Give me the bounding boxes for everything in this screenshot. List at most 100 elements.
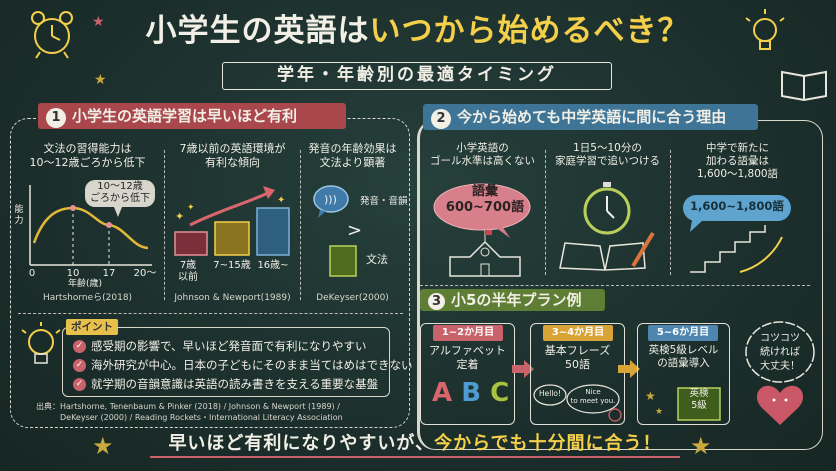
comparator-symbol: > [347,220,363,241]
pronunciation-caption-line1: 発音の年齢効果は [308,142,397,155]
environment-caption: 7歳以前の英語環境が有利な傾向 [165,142,300,170]
footer-underline [150,456,680,458]
footer-yellow-part: 今からでも十分間に合う！ [434,433,662,454]
plan-card-1-text: アルファベット定着 [420,344,515,372]
age-bars-illustration: ✦✦✦ [174,186,290,256]
grammar-caption-line1: 文法の習得能力は [43,142,132,155]
x-tick-10: 10 [66,268,80,279]
plan-card-2-line2: 50語 [565,357,590,371]
plan-card-2-line1: 基本フレーズ [544,344,611,357]
plan-card-3-tag: 5~6か月目 [648,325,718,341]
check-icon: ✓ [73,359,86,372]
grammar-caption-line2: 10～12歳ごろから低下 [29,155,146,169]
ability-curve [32,206,149,250]
thought-cloud [745,321,815,383]
trend-arrow [189,190,271,227]
bar-7-15 [214,221,250,256]
svg-text:★: ★ [655,407,663,417]
cloud-text: コツコツ続ければ大丈夫！ [745,332,815,374]
vocab-bubble-line2: 600~700語 [445,200,525,215]
x-tick-0: 0 [28,268,36,279]
section1-number: 1 [46,108,66,128]
footer-message: 早いほど有利になりやすいが、今からでも十分間に合う！ [150,433,680,456]
letter-a: A [432,378,453,408]
callout-line2: ごろから低下 [90,193,150,204]
eiken-book-line2: 5級 [691,400,707,411]
age10-point [70,205,76,211]
junior-vocab-caption-line2: 加わる語彙は [706,155,769,168]
source-hartshorne: Hartshorneら(2018) [42,293,133,303]
nice-line1: Nice [585,388,601,396]
eiken-book-line1: 英検 [689,388,709,399]
environment-caption-line1: 7歳以前の英語環境が [179,142,286,155]
sources-line1: 出典：Hartshorne, Tenenbaum & Pinker (2018)… [36,402,340,411]
chart-callout: 10～12歳ごろから低下 [85,181,155,205]
notebook-icon [559,242,646,271]
eiken-book-illustration: ★★ [645,387,721,421]
title-white-part: 小学生の英語は [145,13,370,49]
section3-heading-text: 小5の半年プラン例 [451,291,582,309]
encouragement-illustration [745,321,815,425]
sound-bubble-icon [313,185,349,213]
goal-caption-line1: 小学英語の [456,142,509,154]
arrow-right-icon [618,360,640,378]
pronunciation-grammar-illustration: ))) [313,185,357,277]
school-icon [449,240,521,277]
letter-c: C [490,378,510,408]
point-box [62,327,390,397]
stopwatch-notebook-illustration [559,182,655,271]
section-divider [420,285,810,286]
source-dekeyser: DeKeyser(2000) [316,293,389,303]
bar-before-7 [174,231,208,256]
plan-card-1-line2: 定着 [456,357,479,371]
environment-caption-line2: 有利な傾向 [205,155,260,169]
plan-card-1-tag: 1~2か月目 [433,325,503,341]
ability-age-chart [29,180,155,266]
cloud-line2: 続ければ [760,347,800,358]
speech-bubbles-illustration [533,384,622,422]
svg-text:★: ★ [92,14,105,30]
svg-text:✦: ✦ [277,195,285,206]
hello-bubble-text: Hello! [538,389,562,398]
eiken-book-icon [677,387,721,421]
bar-label-7-15: 7~15歳 [213,260,251,271]
pencil-icon [631,231,655,268]
pronunciation-caption: 発音の年齢効果は文法より顕著 [300,142,405,170]
section-divider [18,313,403,314]
nice-line2: to meet you. [570,397,616,405]
point-item-text: 海外研究が中心。日本の子どもにそのまま当てはめはできない [91,358,413,372]
x-tick-17: 17 [102,268,116,279]
up-arrow [739,236,783,273]
plan-card-1 [420,323,515,425]
vocab-count-bubble [683,195,791,221]
callout-bubble [85,180,155,207]
point-item: ✓就学期の音韻意識は英語の読み書きを支える重要な基盤 [73,376,378,392]
smiley-icon [608,408,622,422]
column-divider [164,150,165,300]
stairs-icon [690,225,766,273]
source-johnson-newport: Johnson & Newport(1989) [174,293,291,303]
goal-caption: 小学英語のゴール水準は高くない [420,142,545,168]
check-icon: ✓ [73,378,86,391]
plan-card-3-text: 英検5級レベルの語彙導入 [637,344,730,370]
stairs-illustration [683,195,791,273]
bar-label-before-7: 7歳以前 [168,260,208,284]
bar-label-16-plus: 16歳~ [257,260,289,271]
page-title: 小学生の英語はいつから始めるべき？ [110,12,725,51]
point-item-text: 感受期の影響で、早いほど発音面で有利になりやすい [91,339,367,353]
callout-line1: 10～12歳 [97,181,143,192]
abc-letters: A B C [432,378,509,408]
sparkle-stars-icon: ★★ [92,14,107,88]
grammar-label: 文法 [366,253,388,266]
plan-card-2-tag: 3~4か月目 [543,325,613,341]
bar-label-line1: 7歳 [179,260,197,271]
y-axis-label: 能力 [14,205,24,226]
goal-caption-line2: ゴール水準は高くない [430,155,535,168]
star-icon: ★ [92,432,114,460]
home-study-caption-line1: 1日5～10分の [573,142,642,154]
